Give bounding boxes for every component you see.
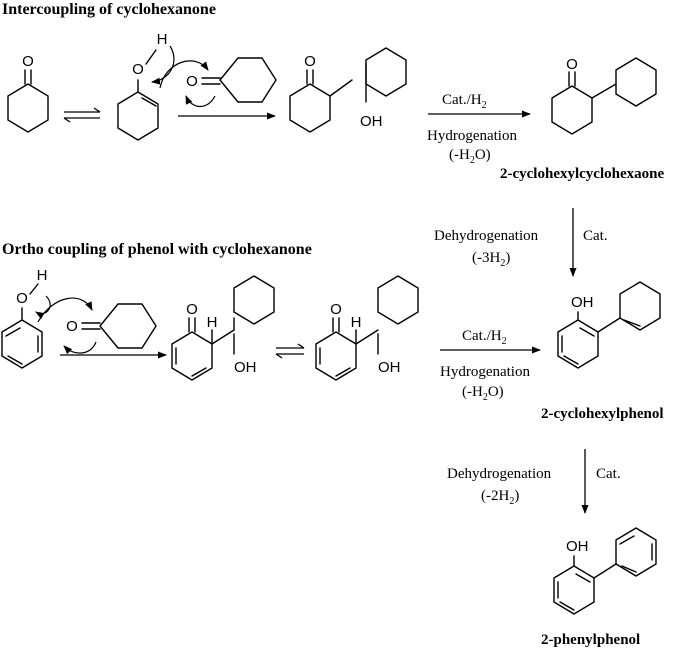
product-name-phenylphenol: 2-phenylphenol (541, 632, 640, 648)
heading-intercoupling: Intercoupling of cyclohexanone (2, 1, 216, 18)
hydrogen-label: H (351, 314, 362, 331)
oxygen-label: O (330, 301, 342, 318)
enol-molecule: O H (117, 31, 168, 141)
hydrogenation-conditions: Cat./H2 Hydrogenation (-H2O) (440, 328, 541, 403)
hydroxyl-label: OH (378, 359, 401, 376)
hydrogenation-conditions: Cat./H2 Hydrogenation (-H2O) (427, 92, 531, 166)
curved-arrow (37, 297, 93, 323)
hydroxyl-label: OH (571, 294, 594, 311)
oxygen-label: O (566, 56, 578, 73)
svg-text:Cat.: Cat. (596, 466, 621, 482)
svg-text:(-H2O): (-H2O) (462, 384, 504, 403)
curved-arrow (185, 95, 216, 108)
svg-text:Cat./H2: Cat./H2 (442, 92, 487, 111)
cyclohexanone-molecule: O (7, 53, 49, 133)
svg-text:Cat.: Cat. (583, 228, 608, 244)
equilibrium-arrows (63, 107, 101, 123)
dienone-adduct-molecule: O H OH (315, 275, 419, 381)
oxygen-label: O (186, 73, 198, 90)
aldol-adduct-molecule: O OH (289, 47, 407, 133)
product-name-cyclohexylphenol: 2-cyclohexylphenol (541, 406, 664, 422)
oxygen-label: O (16, 290, 28, 307)
hydrogen-label: H (37, 267, 48, 284)
curved-arrow (159, 60, 209, 89)
oxygen-label: O (186, 301, 198, 318)
hydroxyl-label: OH (234, 359, 257, 376)
heading-ortho-coupling: Ortho coupling of phenol with cyclohexan… (2, 241, 312, 258)
equilibrium-arrows (275, 343, 305, 359)
cyclohexylphenol-molecule: OH (557, 281, 661, 369)
svg-text:Hydrogenation: Hydrogenation (427, 128, 517, 144)
product-name-cyclohexylcyclohexanone: 2-cyclohexylcyclohexaone (500, 166, 664, 182)
svg-text:Cat./H2: Cat./H2 (462, 328, 507, 347)
hydrogen-label: H (207, 314, 218, 331)
phenol-molecule: O H (1, 267, 48, 369)
cyclohexanone-molecule: O (186, 57, 277, 103)
dehydrogenation-conditions: Dehydrogenation (-3H2) Cat. (434, 208, 608, 277)
curved-arrow (63, 341, 97, 355)
hydroxyl-label: OH (360, 113, 383, 130)
curved-arrow (35, 295, 51, 320)
dehydrogenation-conditions: Dehydrogenation (-2H2) Cat. (447, 449, 621, 514)
svg-text:(-3H2): (-3H2) (472, 250, 510, 269)
svg-text:Dehydrogenation: Dehydrogenation (447, 466, 552, 482)
oxygen-label: O (304, 53, 316, 70)
svg-text:(-2H2): (-2H2) (481, 488, 519, 507)
hydrogen-label: H (157, 31, 168, 48)
svg-text:(-H2O): (-H2O) (449, 147, 491, 166)
svg-text:Dehydrogenation: Dehydrogenation (434, 228, 539, 244)
cyclohexylcyclohexanone-molecule: O (551, 56, 657, 135)
oxygen-label: O (66, 318, 78, 335)
phenylphenol-molecule: OH (553, 527, 657, 615)
hydroxyl-label: OH (566, 538, 589, 555)
curved-arrow (151, 45, 175, 85)
cyclohexanone-molecule: O (66, 303, 157, 349)
svg-text:Hydrogenation: Hydrogenation (440, 364, 530, 380)
dienone-adduct-molecule: O H OH (171, 275, 275, 381)
oxygen-label: O (132, 61, 144, 78)
oxygen-label: O (22, 53, 34, 70)
